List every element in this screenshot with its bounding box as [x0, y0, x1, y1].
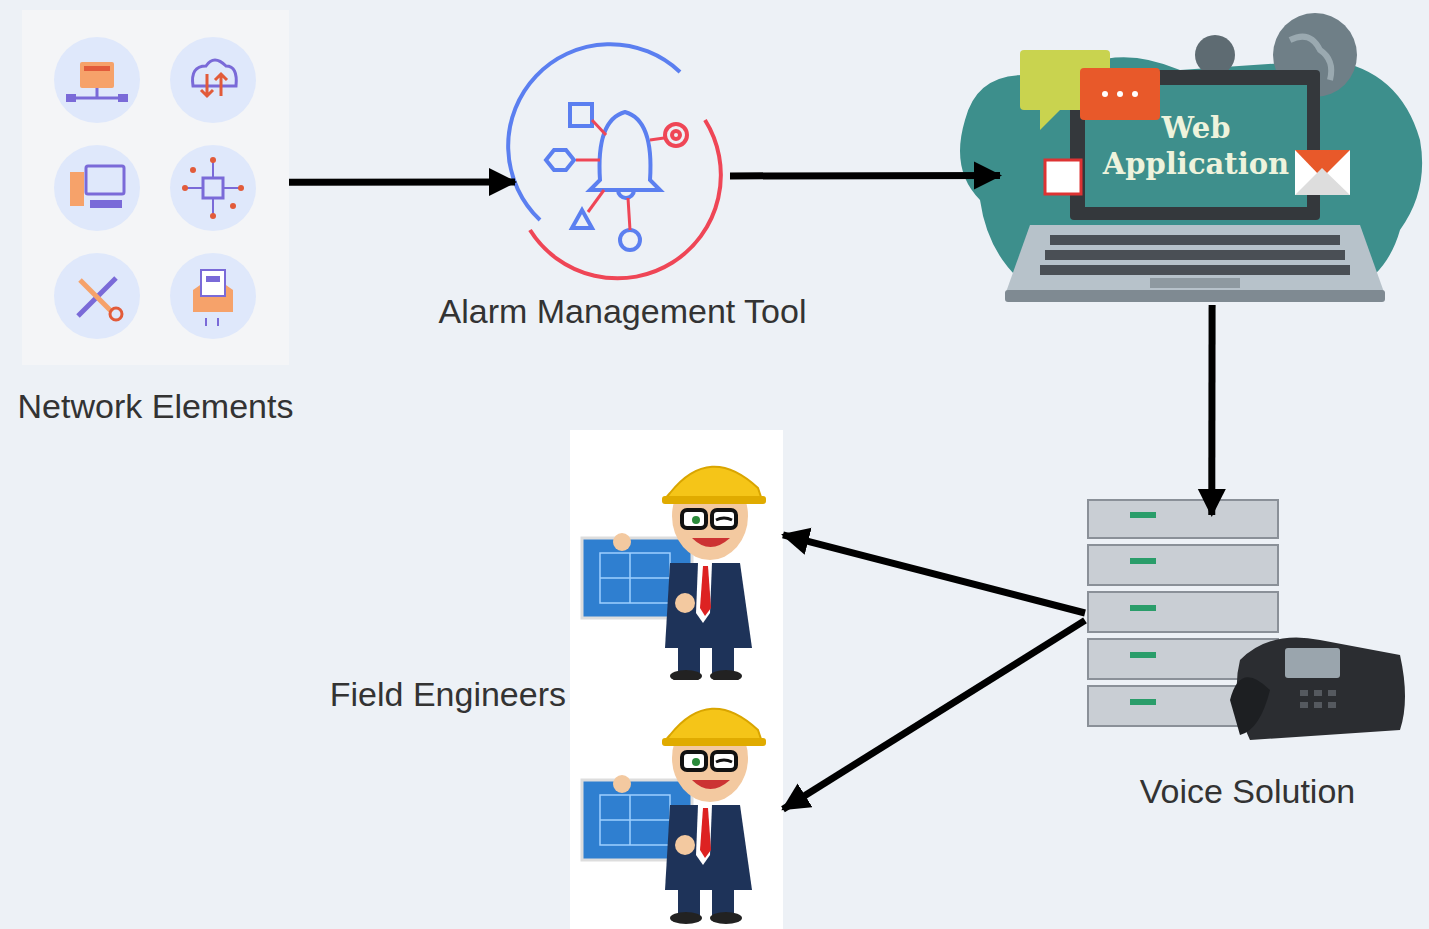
screen-title: Web Application: [1085, 110, 1307, 183]
flow-arrow: [1208, 305, 1215, 515]
flow-arrow: [289, 179, 515, 186]
flow-arrow: [783, 620, 1085, 809]
field-engineers-panel: Field Engineers: [570, 430, 783, 929]
node-label: Field Engineers: [330, 675, 566, 714]
node-label: Voice Solution: [1140, 772, 1356, 811]
flow-arrow: [730, 172, 1000, 180]
web-application-laptop: Web Application: [1000, 35, 1420, 305]
voice-solution-server: Voice Solution: [1085, 515, 1410, 760]
node-label: Network Elements: [18, 387, 294, 426]
network-elements-panel: Network Elements: [22, 10, 289, 365]
flow-arrow: [783, 535, 1085, 613]
alarm-tool-icon: Alarm Management Tool: [515, 60, 730, 280]
node-label: Alarm Management Tool: [439, 292, 807, 331]
